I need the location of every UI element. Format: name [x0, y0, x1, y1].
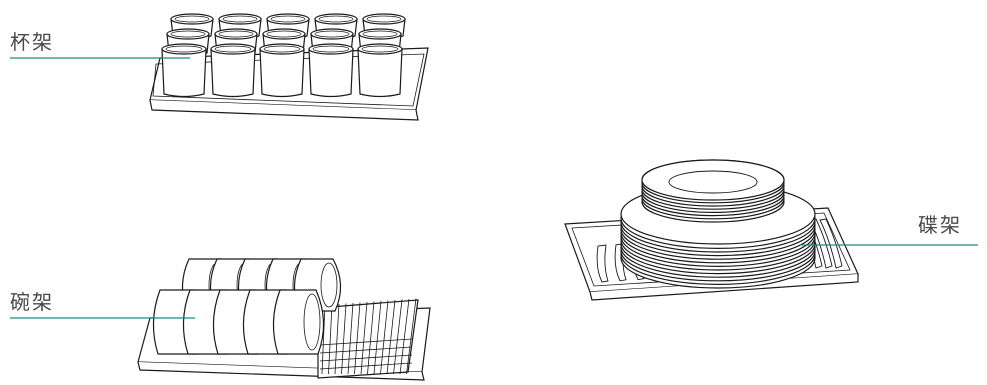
cup-icon — [211, 44, 255, 97]
cup-icon — [162, 44, 206, 97]
plate-rack-illustration — [565, 160, 858, 300]
cup-icon — [309, 44, 353, 97]
bowl-icon — [273, 290, 323, 354]
plate-small-top — [642, 160, 784, 200]
bowl-rack-illustration — [138, 259, 430, 380]
cup-icon — [260, 44, 304, 97]
cup-rack-illustration — [150, 14, 428, 120]
cup-icon — [358, 44, 402, 97]
